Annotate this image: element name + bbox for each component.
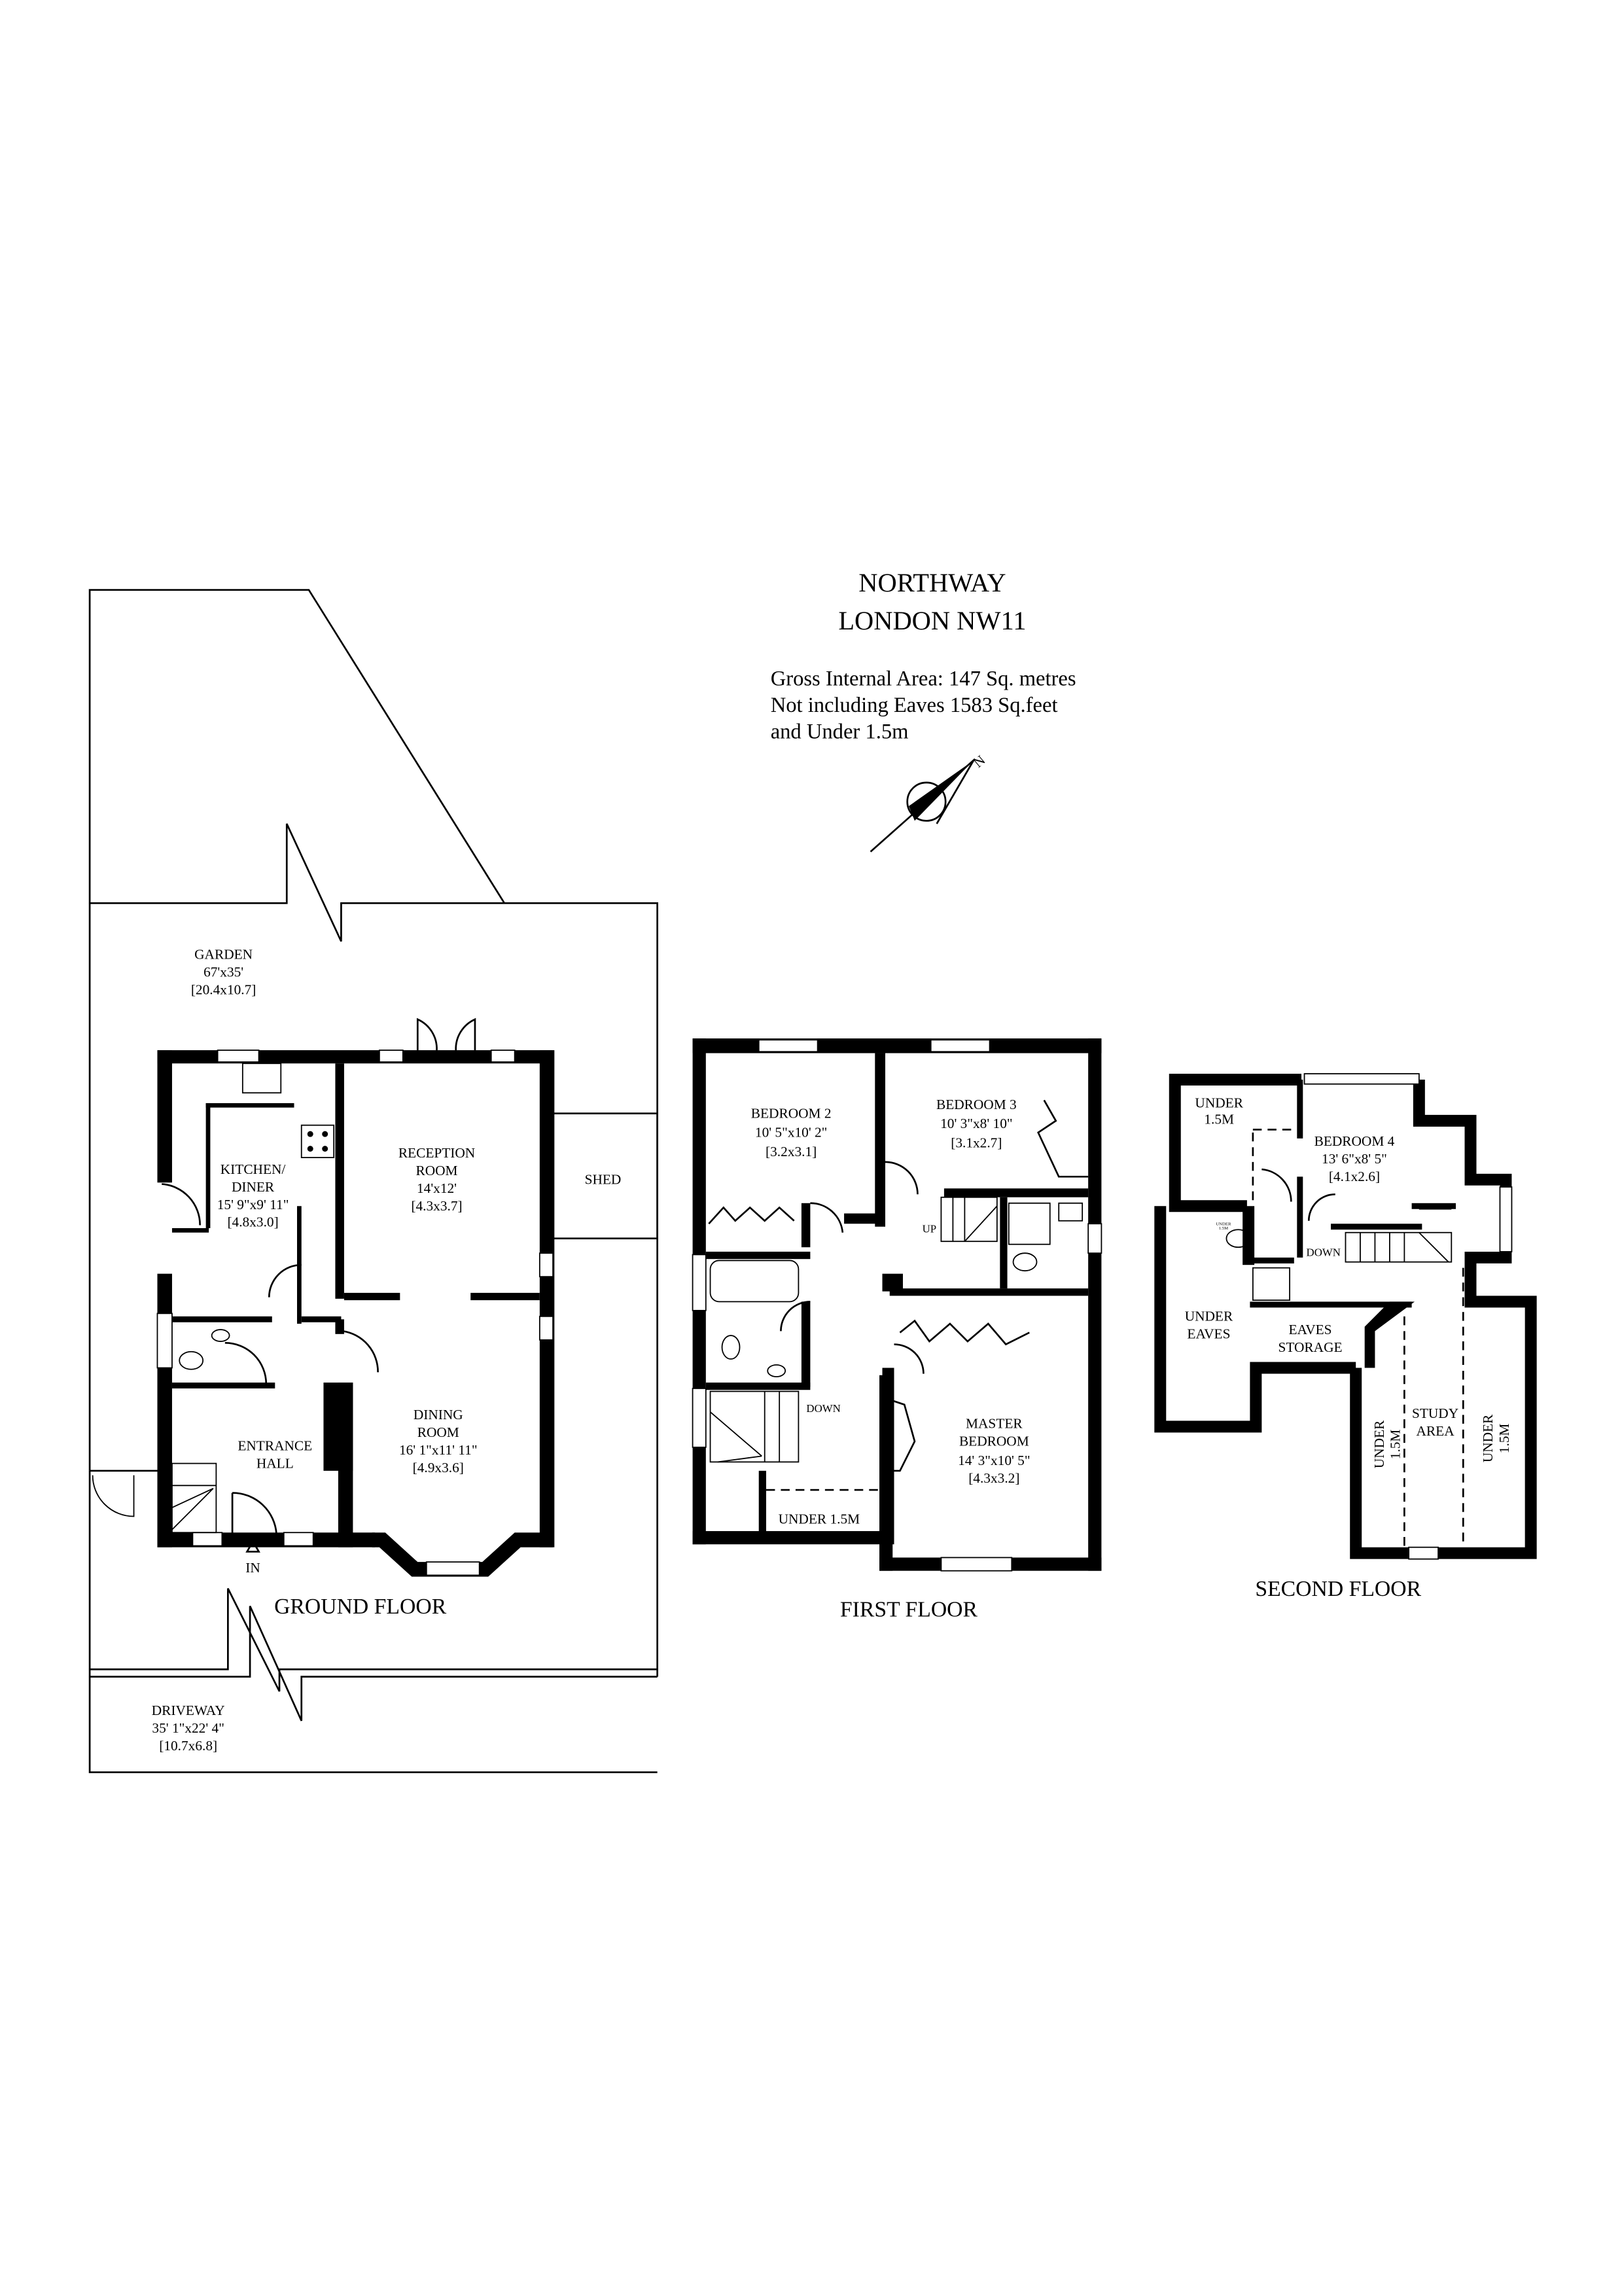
garden-boundary: [88, 589, 658, 1773]
bath-icon: [709, 1260, 800, 1303]
basin-icon: [211, 1329, 230, 1342]
wc-under-line-2: 1.5M: [1219, 1226, 1228, 1231]
second-floor-label: SECOND FLOOR: [1255, 1577, 1421, 1601]
master-name-1: MASTER: [966, 1416, 1023, 1432]
kitchen-metric: [4.8x3.0]: [227, 1214, 278, 1230]
under-top-line-2: 1.5M: [1204, 1111, 1234, 1127]
first-floor-label: FIRST FLOOR: [840, 1597, 978, 1621]
bedroom2-name: BEDROOM 2: [751, 1105, 832, 1121]
second-floor-windows: [1303, 1073, 1513, 1560]
dining-name-2: ROOM: [417, 1424, 459, 1440]
bedroom3-imperial: 10' 3"x8' 10": [940, 1116, 1013, 1131]
under-right-line-2: 1.5M: [1496, 1424, 1512, 1454]
bedroom2-imperial: 10' 5"x10' 2": [755, 1125, 828, 1140]
toilet-icon: [179, 1351, 204, 1370]
ground-floor: GARDEN 67'x35' [20.4x10.7] KITCHEN/ DINE…: [88, 589, 658, 1773]
under-eaves-line-2: EAVES: [1187, 1326, 1230, 1342]
under-eaves-line-1: UNDER: [1185, 1309, 1233, 1324]
driveway-imperial: 35' 1"x22' 4": [152, 1720, 224, 1736]
area-line-3: and Under 1.5m: [771, 720, 909, 744]
driveway-name: DRIVEWAY: [152, 1703, 225, 1718]
study-line-1: STUDY: [1412, 1405, 1458, 1421]
toilet-icon: [721, 1335, 741, 1360]
second-floor-walls: [1154, 1074, 1537, 1559]
kitchen-imperial: 15' 9"x9' 11": [217, 1197, 289, 1212]
reception-imperial: 14'x12': [417, 1180, 457, 1196]
driveway-metric: [10.7x6.8]: [159, 1738, 217, 1754]
header: NORTHWAY LONDON NW11 Gross Internal Area…: [771, 568, 1076, 853]
stairs-icon: [1345, 1208, 1453, 1263]
reception-metric: [4.3x3.7]: [411, 1198, 462, 1214]
area-line-1: Gross Internal Area: 147 Sq. metres: [771, 667, 1076, 691]
reception-name-1: RECEPTION: [398, 1145, 475, 1161]
bedroom2-metric: [3.2x3.1]: [766, 1144, 817, 1159]
shower-icon: [1252, 1267, 1290, 1301]
dining-imperial: 16' 1"x11' 11": [399, 1442, 478, 1458]
reception-name-2: ROOM: [415, 1163, 457, 1178]
first-floor-windows: [692, 1039, 1102, 1572]
garden-name: GARDEN: [194, 947, 253, 963]
under-left-line-2: 1.5M: [1388, 1430, 1403, 1460]
ground-floor-windows: [156, 1050, 554, 1576]
second-floor-fixtures: [1225, 1129, 1464, 1547]
basin-icon: [767, 1364, 786, 1377]
bedroom3-metric: [3.1x2.7]: [951, 1135, 1002, 1150]
entry-label: IN: [245, 1560, 260, 1576]
eaves-storage-line-1: EAVES: [1289, 1322, 1332, 1337]
shower-icon: [1008, 1202, 1051, 1245]
area-line-2: Not including Eaves 1583 Sq.feet: [771, 694, 1058, 717]
eaves-storage-line-2: STORAGE: [1278, 1339, 1343, 1355]
first-floor: BEDROOM 2 10' 5"x10' 2" [3.2x3.1] BEDROO…: [692, 1038, 1102, 1621]
wardrobe-icon: [708, 1206, 795, 1225]
garden-imperial: 67'x35': [203, 964, 243, 980]
toilet-icon: [1012, 1252, 1038, 1272]
ground-floor-fixtures: [171, 1063, 335, 1534]
stairs-icon: [171, 1462, 217, 1534]
wardrobe-icon: [1037, 1099, 1089, 1178]
hall-name-2: HALL: [256, 1455, 294, 1471]
master-imperial: 14' 3"x10' 5": [958, 1453, 1031, 1468]
bedroom3-name: BEDROOM 3: [936, 1097, 1017, 1112]
under-1-5m-label: UNDER 1.5M: [779, 1511, 860, 1527]
dining-metric: [4.9x3.6]: [413, 1460, 464, 1475]
basin-icon: [1058, 1202, 1084, 1222]
stairs-up-label: UP: [923, 1223, 937, 1235]
wardrobe-icon: [899, 1319, 1030, 1346]
stairs-down-label: DOWN: [1307, 1246, 1341, 1259]
kitchen-name-2: DINER: [232, 1179, 275, 1195]
master-name-2: BEDROOM: [959, 1434, 1029, 1449]
stairs-down-icon: [709, 1390, 800, 1463]
ground-floor-label: GROUND FLOOR: [274, 1595, 447, 1619]
sink-icon: [241, 1063, 282, 1094]
under-top-line-1: UNDER: [1195, 1095, 1243, 1111]
ground-floor-doors: [162, 1017, 476, 1553]
bedroom4-imperial: 13' 6"x8' 5": [1322, 1151, 1387, 1167]
hob-icon: [300, 1124, 335, 1159]
toilet-icon: [1225, 1229, 1251, 1248]
second-floor: UNDER 1.5M BEDROOM 4 13' 6"x8' 5" [4.1x2…: [1154, 1073, 1537, 1601]
study-line-2: AREA: [1417, 1423, 1455, 1439]
first-floor-fixtures: [708, 1099, 1089, 1491]
hall-name-1: ENTRANCE: [238, 1438, 312, 1453]
title-city: LONDON NW11: [838, 606, 1026, 635]
garden-metric: [20.4x10.7]: [191, 982, 256, 998]
title-street: NORTHWAY: [858, 568, 1006, 597]
dining-name-1: DINING: [414, 1407, 463, 1422]
wc-under-line-1: UNDER: [1216, 1222, 1231, 1226]
entrance-arrow-icon: [245, 1539, 260, 1553]
stairs-down-label: DOWN: [806, 1402, 840, 1415]
stairs-up-icon: [940, 1196, 998, 1243]
master-metric: [4.3x3.2]: [968, 1470, 1019, 1486]
bedroom4-name: BEDROOM 4: [1314, 1133, 1395, 1149]
kitchen-name-1: KITCHEN/: [220, 1161, 286, 1177]
shed-name: SHED: [585, 1172, 622, 1188]
under-right-line-1: UNDER: [1480, 1414, 1496, 1462]
under-left-line-1: UNDER: [1371, 1420, 1387, 1468]
bedroom4-metric: [4.1x2.6]: [1329, 1169, 1380, 1184]
